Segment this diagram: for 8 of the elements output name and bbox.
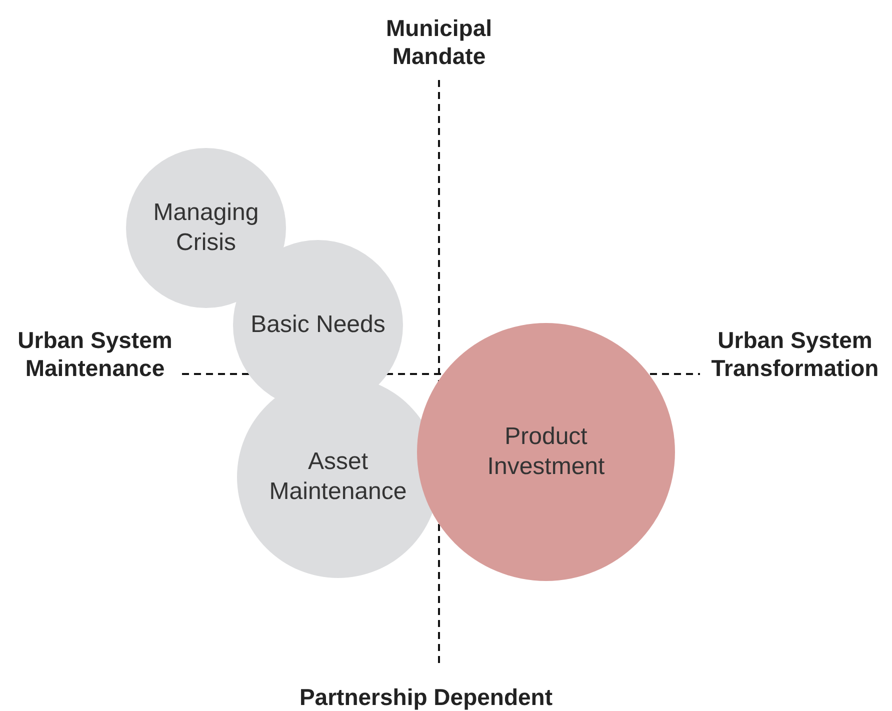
- bubble-label: Basic Needs: [250, 310, 386, 340]
- axis-label: Urban System Maintenance: [16, 326, 174, 382]
- bubble-label: Asset Maintenance: [268, 447, 408, 507]
- bubble-label: Product Investment: [486, 422, 606, 482]
- axis-label: Urban System Transformation: [710, 326, 880, 382]
- bubble-label: Managing Crisis: [152, 198, 260, 258]
- axis-label: Partnership Dependent: [298, 683, 554, 711]
- axis-label: Municipal Mandate: [384, 14, 494, 70]
